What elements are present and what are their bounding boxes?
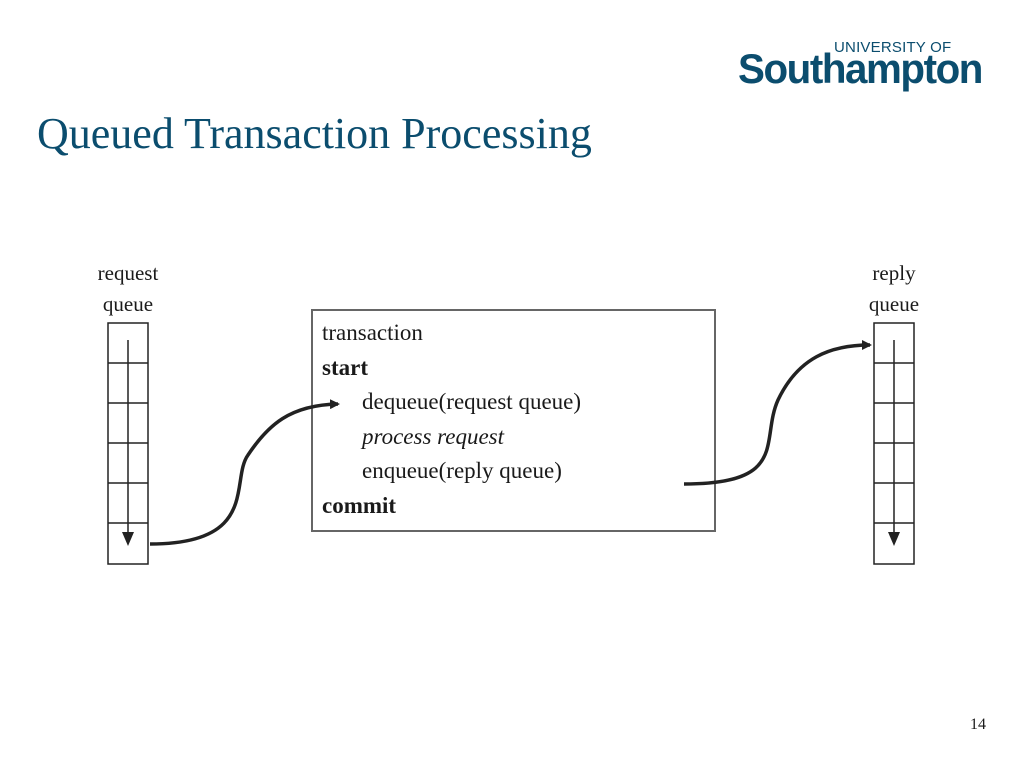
reply-queue-label: reply queue — [844, 258, 944, 320]
code-line-transaction: transaction — [322, 320, 423, 345]
code-line-dequeue: dequeue(request queue) — [362, 389, 582, 414]
code-line-start: start — [322, 354, 368, 380]
transaction-code: transaction start dequeue(request queue)… — [322, 316, 581, 523]
code-line-enqueue: enqueue(reply queue) — [362, 458, 562, 483]
enqueue-arrow — [683, 340, 872, 486]
reply-queue-label-line1: reply — [872, 261, 916, 285]
code-line-commit: commit — [322, 492, 397, 518]
reply-queue-flow-arrowhead — [888, 532, 900, 546]
slide-title: Queued Transaction Processing — [37, 109, 592, 158]
request-queue-flow-arrowhead — [122, 532, 134, 546]
dequeue-arrow — [149, 399, 340, 546]
request-queue-label-line1: request — [97, 261, 159, 285]
page-number: 14 — [970, 716, 986, 733]
transaction-box — [311, 309, 716, 532]
request-queue-label-line2: queue — [102, 292, 154, 316]
university-logo: UNIVERSITY OF Southampton — [738, 38, 988, 98]
code-line-process-request: process request — [362, 423, 505, 449]
logo-wordmark: Southampton — [738, 45, 983, 92]
request-queue — [107, 322, 149, 565]
request-queue-label: request queue — [78, 258, 178, 320]
reply-queue — [873, 322, 915, 565]
logo-top-line: UNIVERSITY OF — [834, 39, 952, 56]
reply-queue-label-line2: queue — [868, 292, 920, 316]
